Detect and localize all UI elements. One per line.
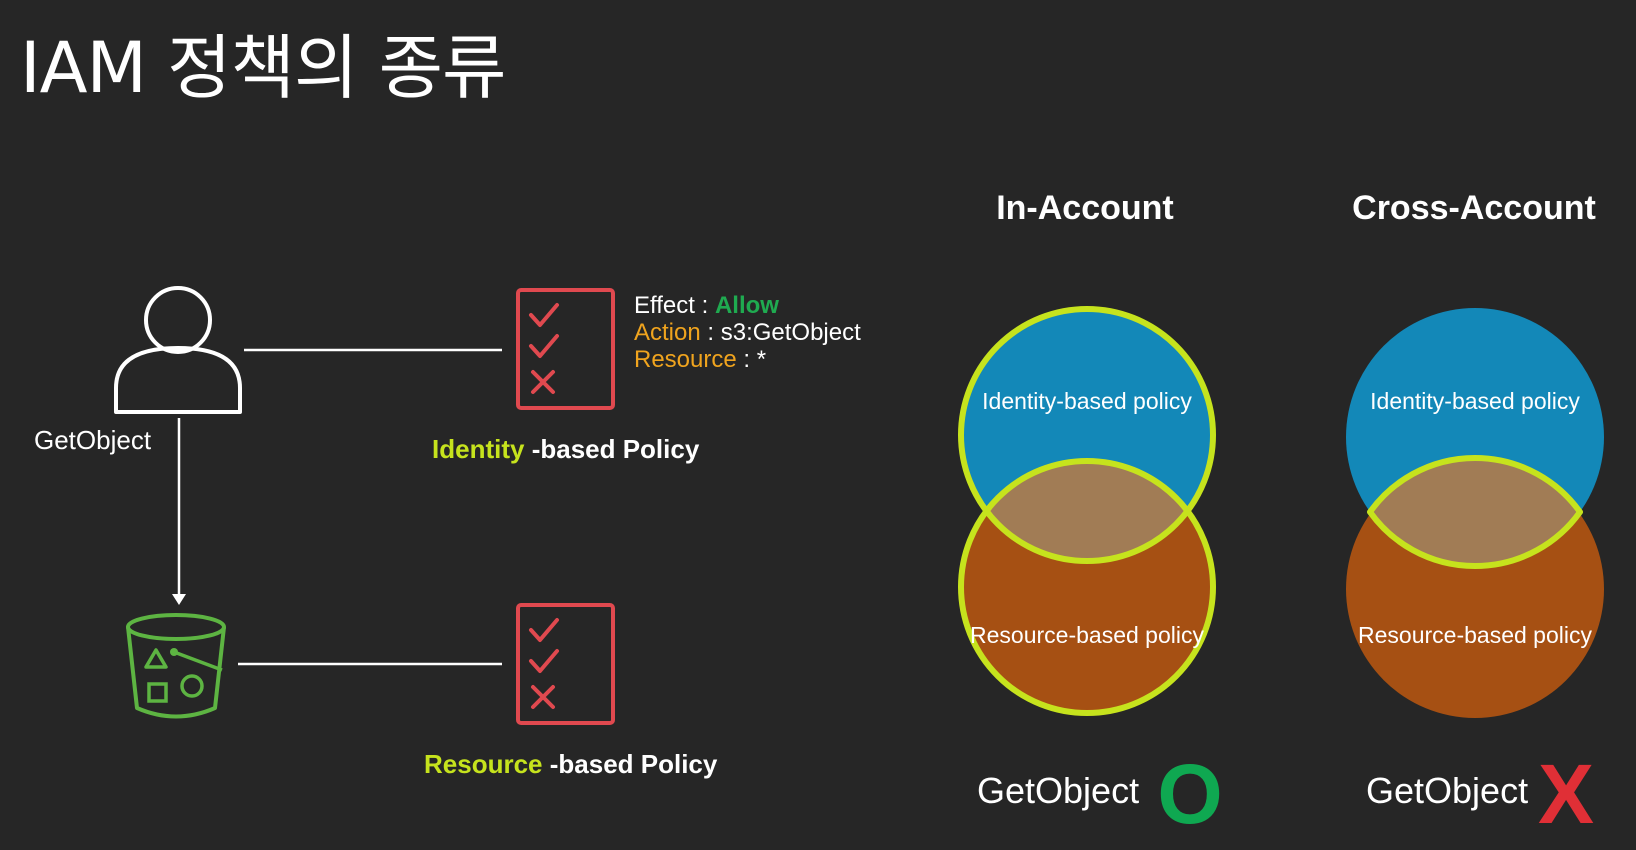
identity-caption-rest: -based Policy: [532, 434, 700, 464]
denied-x-mark: X: [1538, 747, 1594, 841]
policy-resource-line: Resource : *: [634, 346, 766, 373]
in-account-venn: [958, 306, 1216, 716]
identity-highlight-outline: [958, 306, 1216, 564]
allowed-o-mark: O: [1157, 747, 1222, 841]
cross-account-venn: [1346, 308, 1604, 718]
policy-document-icon: [516, 288, 615, 410]
resource-caption-rest: -based Policy: [550, 749, 718, 779]
in-account-result-text: GetObject: [977, 770, 1139, 811]
user-action-label: GetObject: [34, 425, 152, 455]
in-account-resource-label: Resource-based policy: [970, 622, 1204, 648]
slide-title: IAM 정책의 종류: [20, 27, 506, 109]
resource-caption-highlight: Resource: [424, 749, 543, 779]
policy-document-icon: [516, 603, 615, 725]
cross-account-identity-label: Identity-based policy: [1370, 388, 1580, 414]
cross-account-heading: Cross-Account: [1352, 189, 1596, 227]
identity-policy-caption: Identity -based Policy: [432, 434, 700, 464]
resource-policy-caption: Resource -based Policy: [424, 749, 718, 779]
identity-caption-highlight: Identity: [432, 434, 525, 464]
overlap-region: [961, 461, 1213, 561]
policy-effect-line: Effect : Allow: [634, 292, 779, 319]
effect-value: Allow: [715, 292, 779, 319]
in-account-heading: In-Account: [996, 189, 1174, 227]
resource-highlight-outline: [958, 458, 1216, 716]
in-account-identity-label: Identity-based policy: [982, 388, 1192, 414]
overlap-region: [1346, 460, 1604, 566]
cross-account-resource-label: Resource-based policy: [1358, 622, 1592, 648]
user-icon: [114, 286, 242, 414]
resource-key: Resource: [634, 346, 737, 373]
arrow-head-icon: [172, 594, 186, 605]
action-key: Action: [634, 319, 701, 346]
action-value: s3:GetObject: [721, 319, 861, 346]
intersection-highlight-outline: [1367, 454, 1583, 570]
effect-key: Effect: [634, 292, 695, 319]
cross-account-result-text: GetObject: [1366, 770, 1528, 811]
policy-action-line: Action : s3:GetObject: [634, 319, 861, 346]
s3-bucket-icon: [126, 613, 226, 719]
resource-value: *: [757, 346, 766, 373]
